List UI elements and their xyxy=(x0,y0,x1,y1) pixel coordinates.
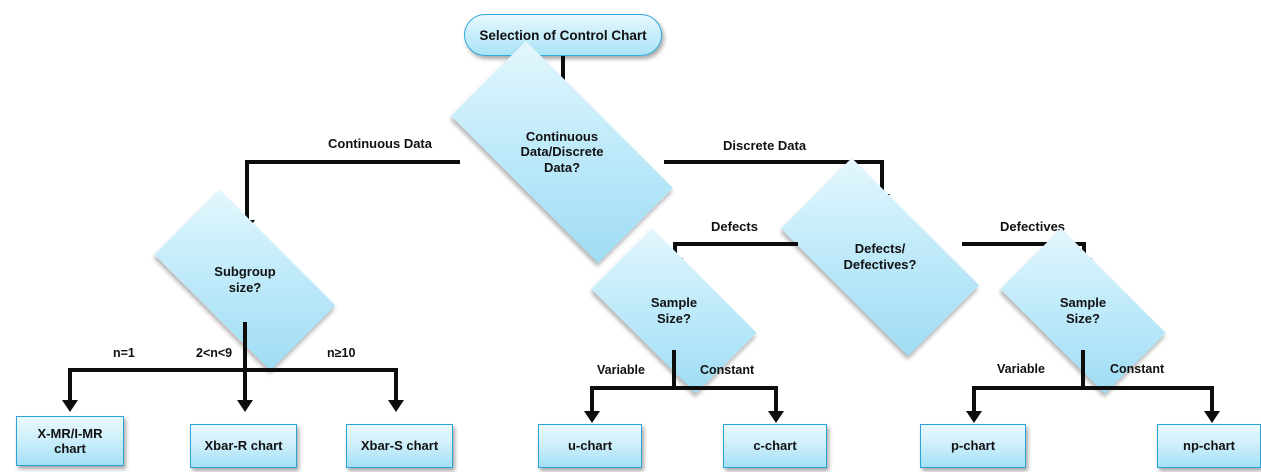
connector-sample-left-split xyxy=(590,386,778,390)
decision-sample-left-line1: Sample xyxy=(650,295,698,311)
node-decision-data-type[interactable]: Continuous Data/Discrete Data? xyxy=(450,40,674,264)
edge-label-defectives: Defectives xyxy=(1000,219,1066,234)
arrowhead-xmr xyxy=(62,400,78,412)
arrowhead-p-chart xyxy=(966,411,982,423)
node-result-xbar-s-chart[interactable]: Xbar-S chart xyxy=(346,424,453,468)
edge-label-constant-defects: Constant xyxy=(700,363,755,377)
decision-defects-line1: Defects/ xyxy=(854,241,906,257)
node-decision-sample-size-defectives[interactable]: Sample Size? xyxy=(1000,228,1166,394)
node-start[interactable]: Selection of Control Chart xyxy=(464,14,662,56)
node-decision-subgroup-size[interactable]: Subgroup size? xyxy=(154,189,336,371)
node-result-xbar-r-chart[interactable]: Xbar-R chart xyxy=(190,424,297,468)
decision-subgroup-line1: Subgroup xyxy=(214,264,276,280)
connector-sample-right-split xyxy=(972,386,1214,390)
result-xmr-line1: X-MR/I-MR xyxy=(37,425,103,441)
node-decision-defects-label: Defects/ Defectives? xyxy=(790,241,970,272)
result-xbar-r-label: Xbar-R chart xyxy=(204,438,283,454)
decision-data-type-line1: Continuous xyxy=(525,128,599,144)
result-np-chart-label: np-chart xyxy=(1183,438,1235,454)
node-result-np-chart[interactable]: np-chart xyxy=(1157,424,1261,468)
edge-label-n-eq-1: n=1 xyxy=(113,346,135,360)
result-p-chart-label: p-chart xyxy=(950,438,996,454)
decision-sample-right-line1: Sample xyxy=(1059,295,1107,311)
decision-data-type-line2: Data/Discrete xyxy=(520,144,604,160)
result-xmr-label: X-MR/I-MR chart xyxy=(38,426,103,457)
connector-defectives-h xyxy=(962,242,1086,246)
connector-np-chart-drop xyxy=(1210,386,1214,413)
node-decision-sample-size-defects[interactable]: Sample Size? xyxy=(591,228,757,394)
connector-c-chart-drop xyxy=(774,386,778,413)
node-result-c-chart[interactable]: c-chart xyxy=(723,424,827,468)
decision-sample-left-line2: Size? xyxy=(657,311,691,326)
result-xbar-s-label: Xbar-S chart xyxy=(360,438,439,454)
edge-label-discrete-data: Discrete Data xyxy=(723,138,807,153)
connector-discrete-v xyxy=(880,160,884,208)
edge-label-n-2-to-9: 2<n<9 xyxy=(196,346,233,360)
decision-data-type-line3: Data? xyxy=(543,159,581,175)
connector-xbars-drop xyxy=(394,368,398,402)
arrowhead-u-chart xyxy=(584,411,600,423)
arrowhead-c-chart xyxy=(768,411,784,423)
arrowhead-xbars xyxy=(388,400,404,412)
connector-sample-left-stem xyxy=(672,350,676,390)
node-decision-sample-size-left-label: Sample Size? xyxy=(600,295,748,326)
decision-sample-right-line2: Size? xyxy=(1066,311,1100,326)
connector-xmr-drop xyxy=(68,368,72,402)
connector-discrete-h xyxy=(664,160,884,164)
node-decision-sample-size-right-label: Sample Size? xyxy=(1009,295,1157,326)
edge-label-variable-defectives: Variable xyxy=(997,362,1045,376)
node-result-xmr-chart[interactable]: X-MR/I-MR chart xyxy=(16,416,124,466)
connector-subgroup-stem xyxy=(243,322,247,372)
edge-label-variable-defects: Variable xyxy=(597,363,645,377)
edge-label-n-ge-10: n≥10 xyxy=(327,346,356,360)
connector-u-chart-drop xyxy=(590,386,594,413)
decision-subgroup-line2: size? xyxy=(228,280,262,295)
result-xmr-line2: chart xyxy=(54,441,86,456)
node-decision-data-type-label: Continuous Data/Discrete Data? xyxy=(458,129,666,176)
connector-continuous-h xyxy=(245,160,460,164)
connector-defects-h xyxy=(673,242,798,246)
connector-xbarr-drop xyxy=(243,368,247,402)
connector-sample-right-stem xyxy=(1081,350,1085,390)
connector-continuous-v xyxy=(245,160,249,222)
node-result-u-chart[interactable]: u-chart xyxy=(538,424,642,468)
edge-label-constant-defectives: Constant xyxy=(1110,362,1165,376)
node-result-p-chart[interactable]: p-chart xyxy=(920,424,1026,468)
edge-label-continuous-data: Continuous Data xyxy=(328,136,432,151)
node-start-label: Selection of Control Chart xyxy=(479,27,647,43)
node-decision-defects-defectives[interactable]: Defects/ Defectives? xyxy=(781,158,979,356)
connector-p-chart-drop xyxy=(972,386,976,413)
arrowhead-xbarr xyxy=(237,400,253,412)
node-decision-subgroup-size-label: Subgroup size? xyxy=(163,264,327,295)
decision-defects-line2: Defectives? xyxy=(843,257,917,272)
result-c-chart-label: c-chart xyxy=(753,438,797,454)
edge-label-defects: Defects xyxy=(711,219,758,234)
connector-start-to-datatype xyxy=(561,56,565,88)
connector-subgroup-split-bar xyxy=(68,368,398,372)
arrowhead-np-chart xyxy=(1204,411,1220,423)
result-u-chart-label: u-chart xyxy=(567,438,613,454)
